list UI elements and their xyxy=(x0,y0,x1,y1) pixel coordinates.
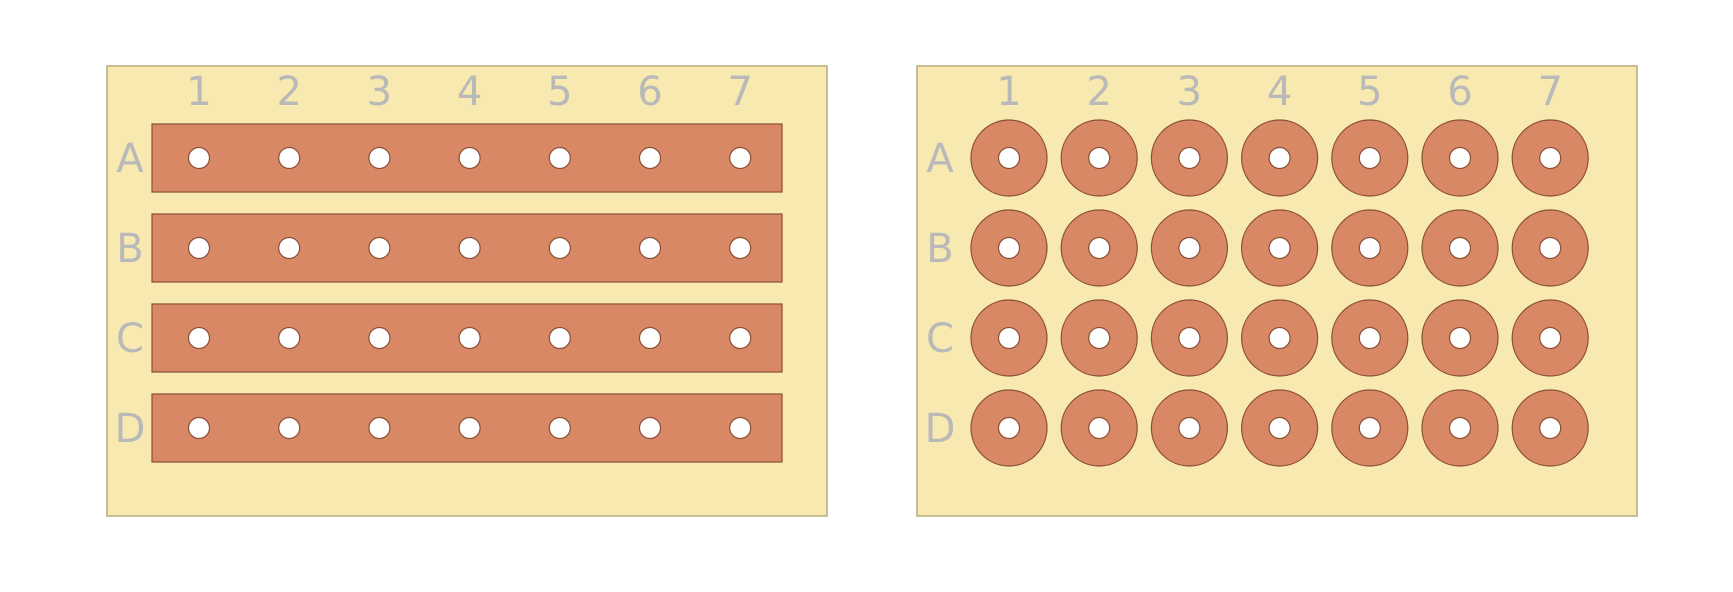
drill-hole xyxy=(548,236,571,260)
drill-hole xyxy=(1539,236,1562,260)
drill-hole xyxy=(1178,146,1201,170)
drill-hole xyxy=(1088,236,1111,260)
drill-hole xyxy=(1448,236,1472,260)
drill-hole xyxy=(1539,416,1562,440)
drill-hole xyxy=(368,146,391,170)
drill-hole xyxy=(1358,236,1381,260)
column-label: 6 xyxy=(1447,69,1472,115)
column-label: 3 xyxy=(1177,69,1202,115)
drill-hole xyxy=(1268,146,1291,170)
drill-hole xyxy=(729,146,752,170)
drill-hole xyxy=(458,236,481,260)
drill-hole xyxy=(187,416,211,440)
drill-hole xyxy=(1088,146,1111,170)
drill-hole xyxy=(548,146,571,170)
drill-hole xyxy=(1448,146,1472,170)
row-label: C xyxy=(926,316,954,362)
drill-hole xyxy=(729,326,752,350)
drill-hole xyxy=(1088,416,1111,440)
drill-hole xyxy=(1088,326,1111,350)
drill-hole xyxy=(638,416,662,440)
row-label: D xyxy=(925,406,956,452)
column-label: 5 xyxy=(547,69,572,115)
column-label: 1 xyxy=(996,69,1021,115)
drill-hole xyxy=(997,326,1021,350)
column-label: 7 xyxy=(727,69,752,115)
drill-hole xyxy=(278,236,301,260)
drill-hole xyxy=(1268,326,1291,350)
drill-hole xyxy=(187,326,211,350)
row-label: C xyxy=(116,316,144,362)
drill-hole xyxy=(638,326,662,350)
drill-hole xyxy=(729,236,752,260)
drill-hole xyxy=(368,416,391,440)
drill-hole xyxy=(1268,416,1291,440)
row-label: A xyxy=(116,136,144,182)
drill-hole xyxy=(278,326,301,350)
drill-hole xyxy=(548,326,571,350)
drill-hole xyxy=(1178,416,1201,440)
column-label: 6 xyxy=(637,69,662,115)
drill-hole xyxy=(1268,236,1291,260)
drill-hole xyxy=(997,236,1021,260)
drill-hole xyxy=(729,416,752,440)
drill-hole xyxy=(1358,326,1381,350)
drill-hole xyxy=(458,326,481,350)
drill-hole xyxy=(638,146,662,170)
column-label: 2 xyxy=(1086,69,1111,115)
drill-hole xyxy=(187,146,211,170)
drill-hole xyxy=(997,416,1021,440)
row-label: B xyxy=(116,226,143,272)
column-label: 4 xyxy=(457,69,482,115)
drill-hole xyxy=(548,416,571,440)
drill-hole xyxy=(187,236,211,260)
drill-hole xyxy=(278,146,301,170)
drill-hole xyxy=(368,326,391,350)
drill-hole xyxy=(1358,416,1381,440)
drill-hole xyxy=(278,416,301,440)
drill-hole xyxy=(368,236,391,260)
column-label: 4 xyxy=(1267,69,1292,115)
column-label: 1 xyxy=(186,69,211,115)
drill-hole xyxy=(1539,326,1562,350)
column-label: 2 xyxy=(276,69,301,115)
drill-hole xyxy=(997,146,1021,170)
column-label: 3 xyxy=(367,69,392,115)
column-label: 7 xyxy=(1537,69,1562,115)
row-label: B xyxy=(926,226,953,272)
drill-hole xyxy=(1358,146,1381,170)
drill-hole xyxy=(1178,326,1201,350)
column-label: 5 xyxy=(1357,69,1382,115)
drill-hole xyxy=(1539,146,1562,170)
drill-hole xyxy=(1178,236,1201,260)
row-label: A xyxy=(926,136,954,182)
drill-hole xyxy=(638,236,662,260)
drill-hole xyxy=(1448,326,1472,350)
drill-hole xyxy=(458,146,481,170)
row-label: D xyxy=(115,406,146,452)
drill-hole xyxy=(1448,416,1472,440)
drill-hole xyxy=(458,416,481,440)
